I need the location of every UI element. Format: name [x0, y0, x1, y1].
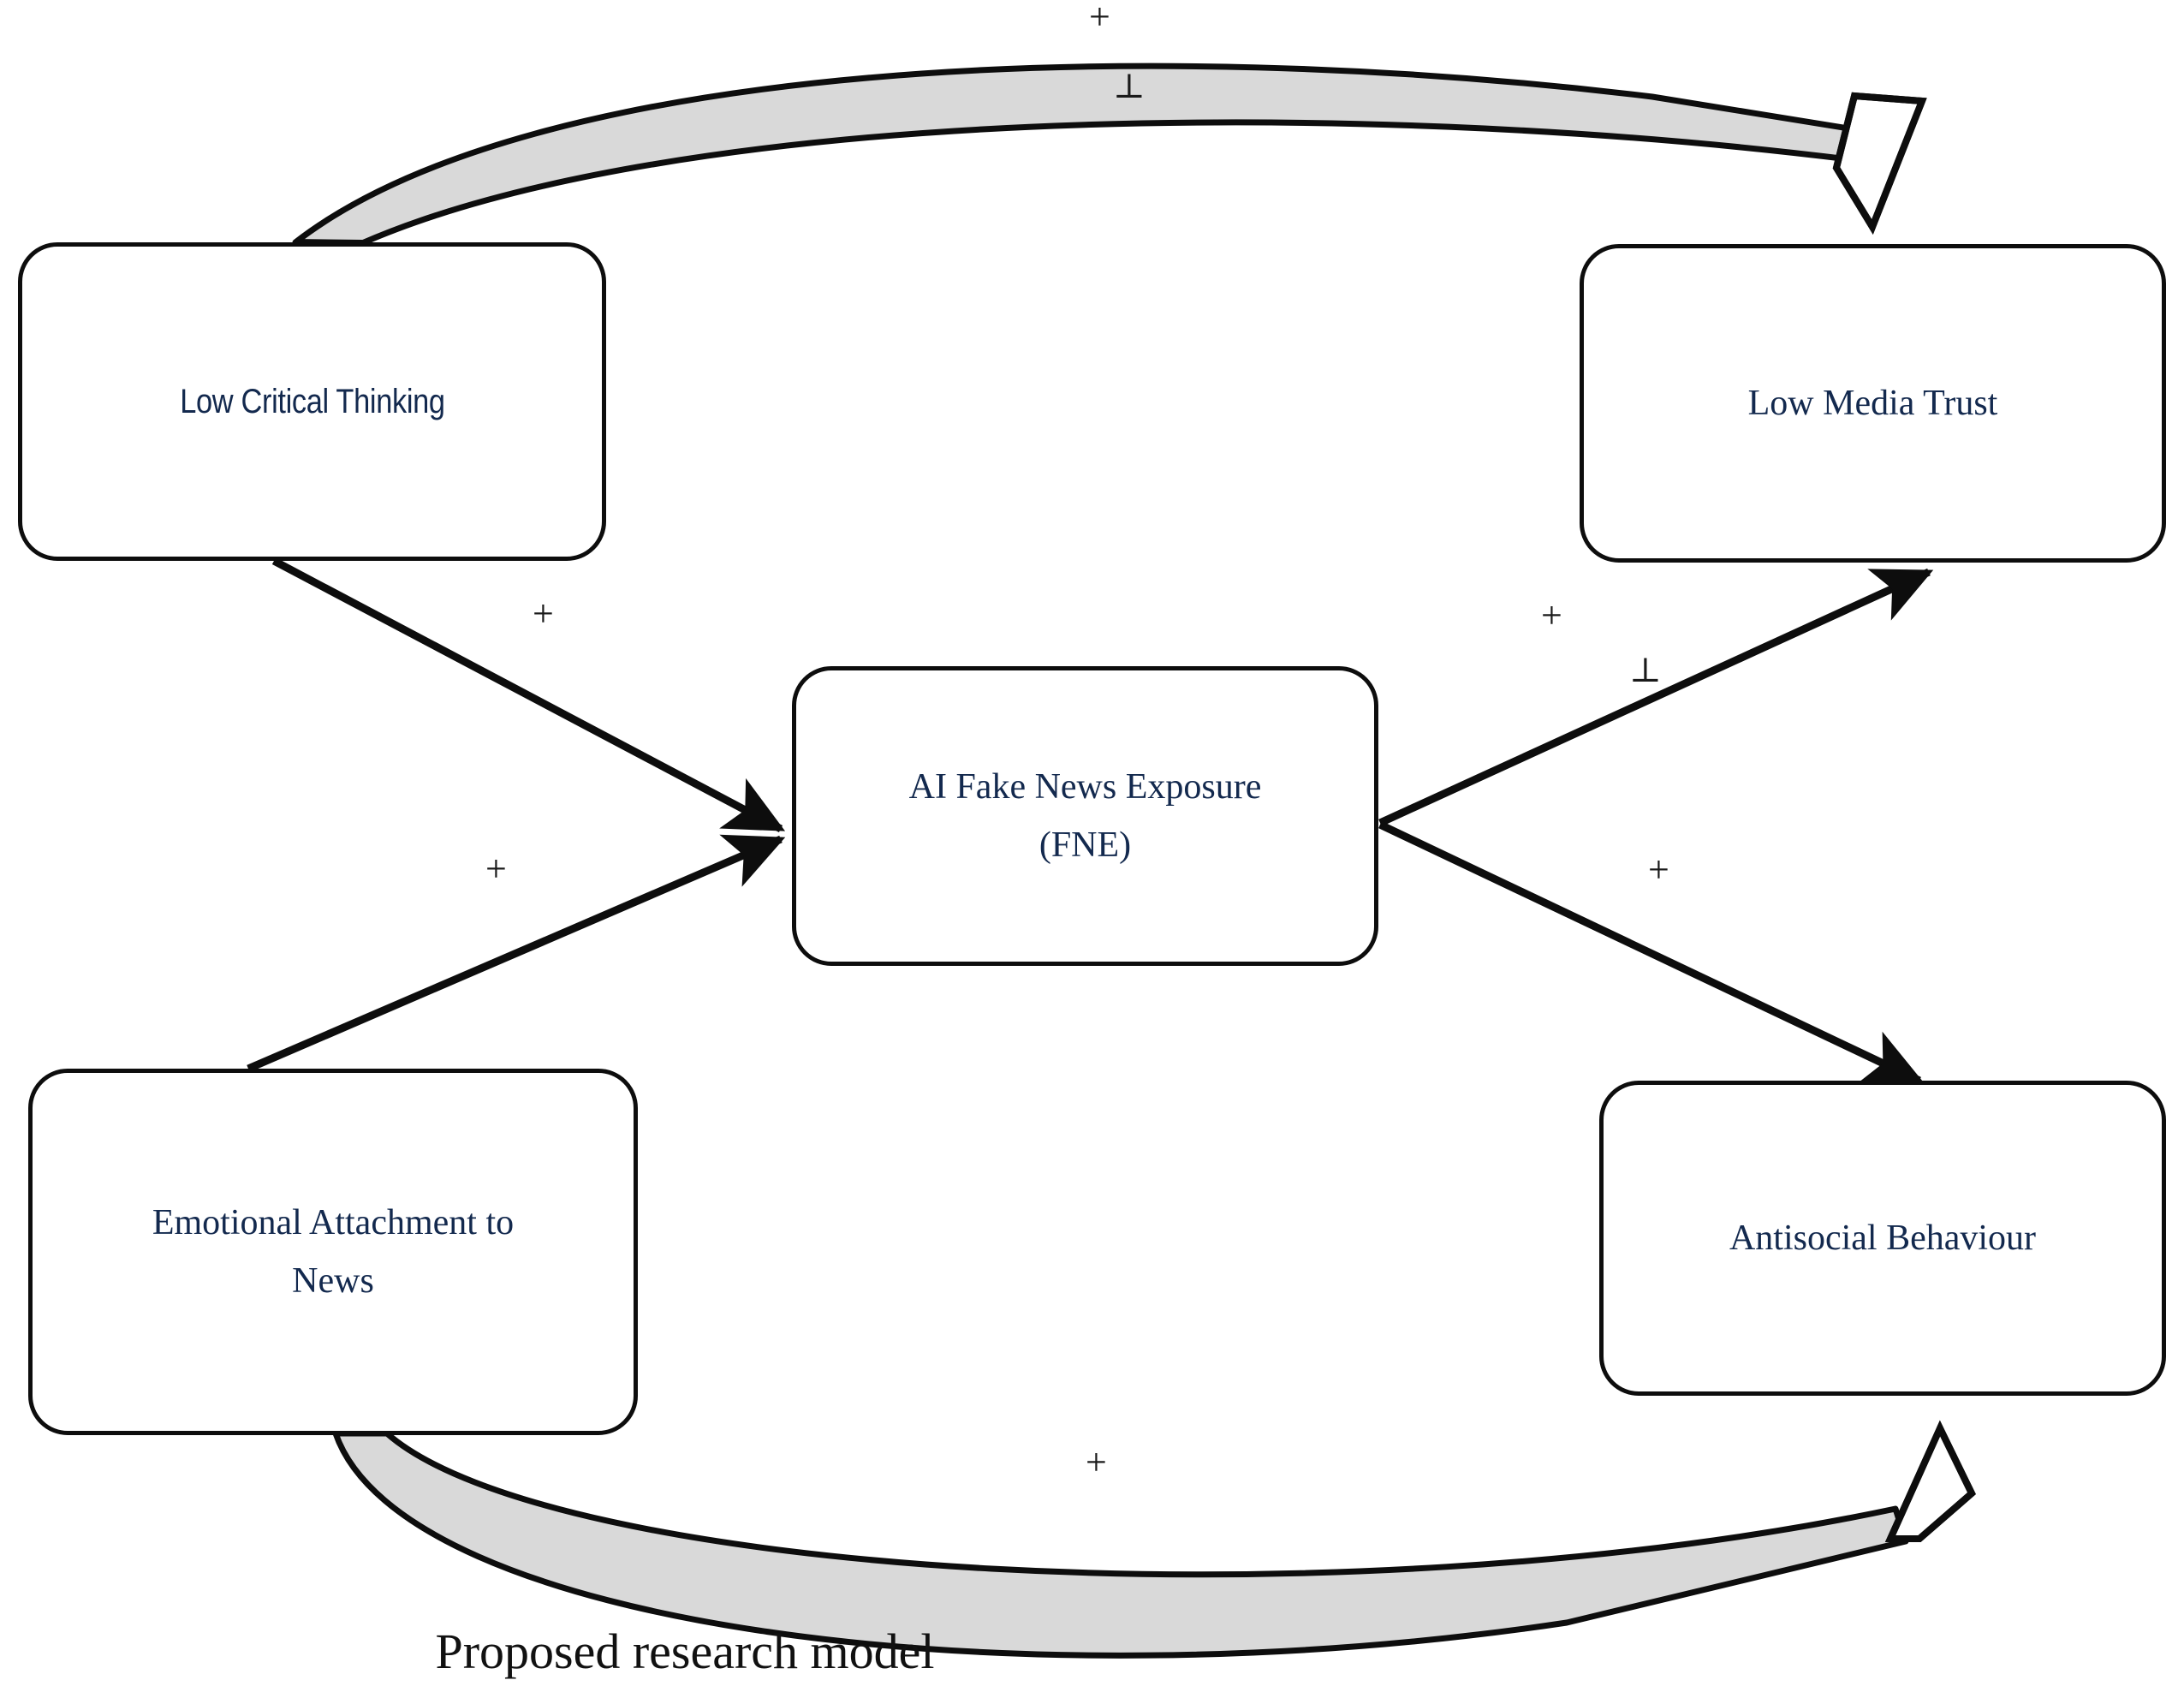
- node-low-critical-thinking[interactable]: Low Critical Thinking: [18, 242, 606, 561]
- edge-sign-fne-to-lmt-tack: ⊥: [1629, 651, 1662, 689]
- edge-sign-fne-to-asb-plus: +: [1648, 849, 1669, 891]
- node-low-media-trust[interactable]: Low Media Trust: [1580, 244, 2166, 563]
- node-label-low-media-trust: Low Media Trust: [1747, 383, 1998, 423]
- edge-sign-fne-to-lmt-plus: +: [1541, 594, 1562, 636]
- edge-lct-to-fne: [271, 557, 786, 832]
- edge-ean-to-fne: [247, 834, 786, 1073]
- edge-fne-to-lmt: [1378, 568, 1934, 827]
- node-label-ai-fake-news-exposure: AI Fake News Exposure (FNE): [908, 766, 1262, 865]
- edge-lct-to-lmt-curved: [292, 63, 1927, 247]
- edge-ean-to-asb-curved: [332, 1420, 1976, 1659]
- edge-sign-bottom-arc-plus: +: [1086, 1441, 1107, 1483]
- node-ai-fake-news-exposure[interactable]: AI Fake News Exposure (FNE): [792, 666, 1378, 966]
- edge-sign-top-arc-plus: +: [1089, 0, 1110, 38]
- node-label-antisocial-behaviour: Antisocial Behaviour: [1729, 1218, 2037, 1258]
- edge-sign-ean-to-fne-plus: +: [485, 848, 507, 890]
- node-label-low-critical-thinking: Low Critical Thinking: [179, 382, 445, 420]
- edge-sign-lct-to-fne-plus: +: [533, 593, 554, 635]
- edge-sign-top-arc-tack: ⊥: [1113, 67, 1146, 105]
- node-emotional-attachment-to-news[interactable]: Emotional Attachment to News: [28, 1069, 638, 1435]
- node-antisocial-behaviour[interactable]: Antisocial Behaviour: [1599, 1081, 2166, 1396]
- figure-caption: Proposed research model: [435, 1624, 935, 1679]
- node-label-emotional-attachment-to-news: Emotional Attachment to News: [152, 1202, 515, 1301]
